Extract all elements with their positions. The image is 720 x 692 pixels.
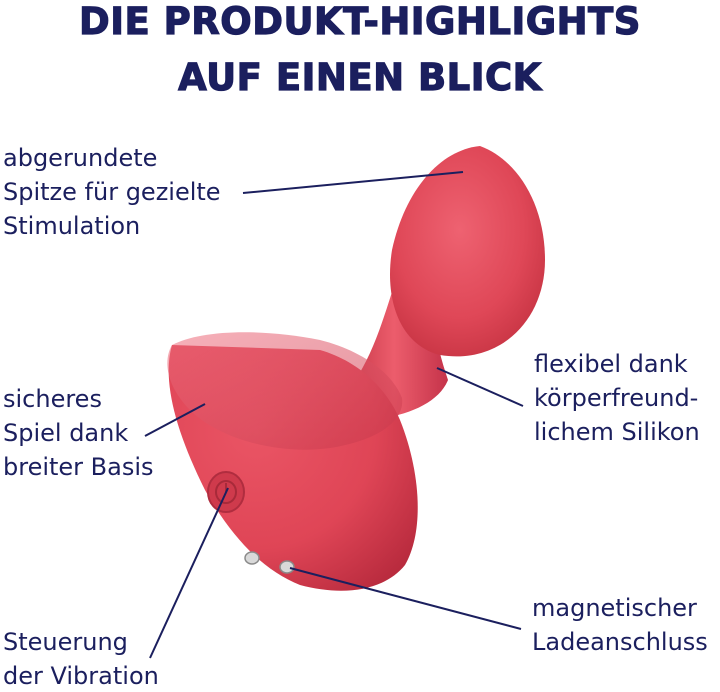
control-leader-line bbox=[149, 487, 229, 659]
callout-tip-line-3: Stimulation bbox=[3, 212, 141, 240]
callout-charging: magnetischer Ladeanschluss bbox=[532, 591, 708, 659]
callout-silicone-line-3: lichem Silikon bbox=[534, 418, 700, 446]
page-title: DIE PRODUKT-HIGHLIGHTS AUF EINEN BLICK bbox=[0, 0, 720, 106]
tip-leader-line bbox=[242, 171, 464, 194]
callout-base-line-3: breiter Basis bbox=[3, 453, 154, 481]
callout-charging-line-2: Ladeanschluss bbox=[532, 628, 708, 656]
title-line-2: AUF EINEN BLICK bbox=[178, 55, 542, 99]
charging-leader-line bbox=[289, 567, 522, 630]
callout-silicone: flexibel dank körperfreund- lichem Silik… bbox=[534, 347, 700, 449]
product-base-top bbox=[167, 332, 403, 450]
callout-control: Steuerung der Vibration bbox=[3, 625, 159, 692]
silicone-leader-line bbox=[436, 367, 524, 407]
callout-tip: abgerundete Spitze für gezielte Stimulat… bbox=[3, 141, 221, 243]
callout-control-line-1: Steuerung bbox=[3, 628, 128, 656]
callout-control-line-2: der Vibration bbox=[3, 662, 159, 690]
callout-base-line-1: sicheres bbox=[3, 385, 102, 413]
base-leader-line bbox=[144, 403, 206, 437]
callout-tip-line-1: abgerundete bbox=[3, 144, 158, 172]
callout-charging-line-1: magnetischer bbox=[532, 594, 697, 622]
callout-tip-line-2: Spitze für gezielte bbox=[3, 178, 221, 206]
callout-silicone-line-1: flexibel dank bbox=[534, 350, 688, 378]
title-line-1: DIE PRODUKT-HIGHLIGHTS bbox=[78, 0, 641, 44]
callout-base: sicheres Spiel dank breiter Basis bbox=[3, 382, 154, 484]
charging-contacts-icon bbox=[244, 551, 295, 574]
product-tip bbox=[390, 146, 545, 357]
callout-silicone-line-2: körperfreund- bbox=[534, 384, 699, 412]
callout-base-line-2: Spiel dank bbox=[3, 419, 129, 447]
